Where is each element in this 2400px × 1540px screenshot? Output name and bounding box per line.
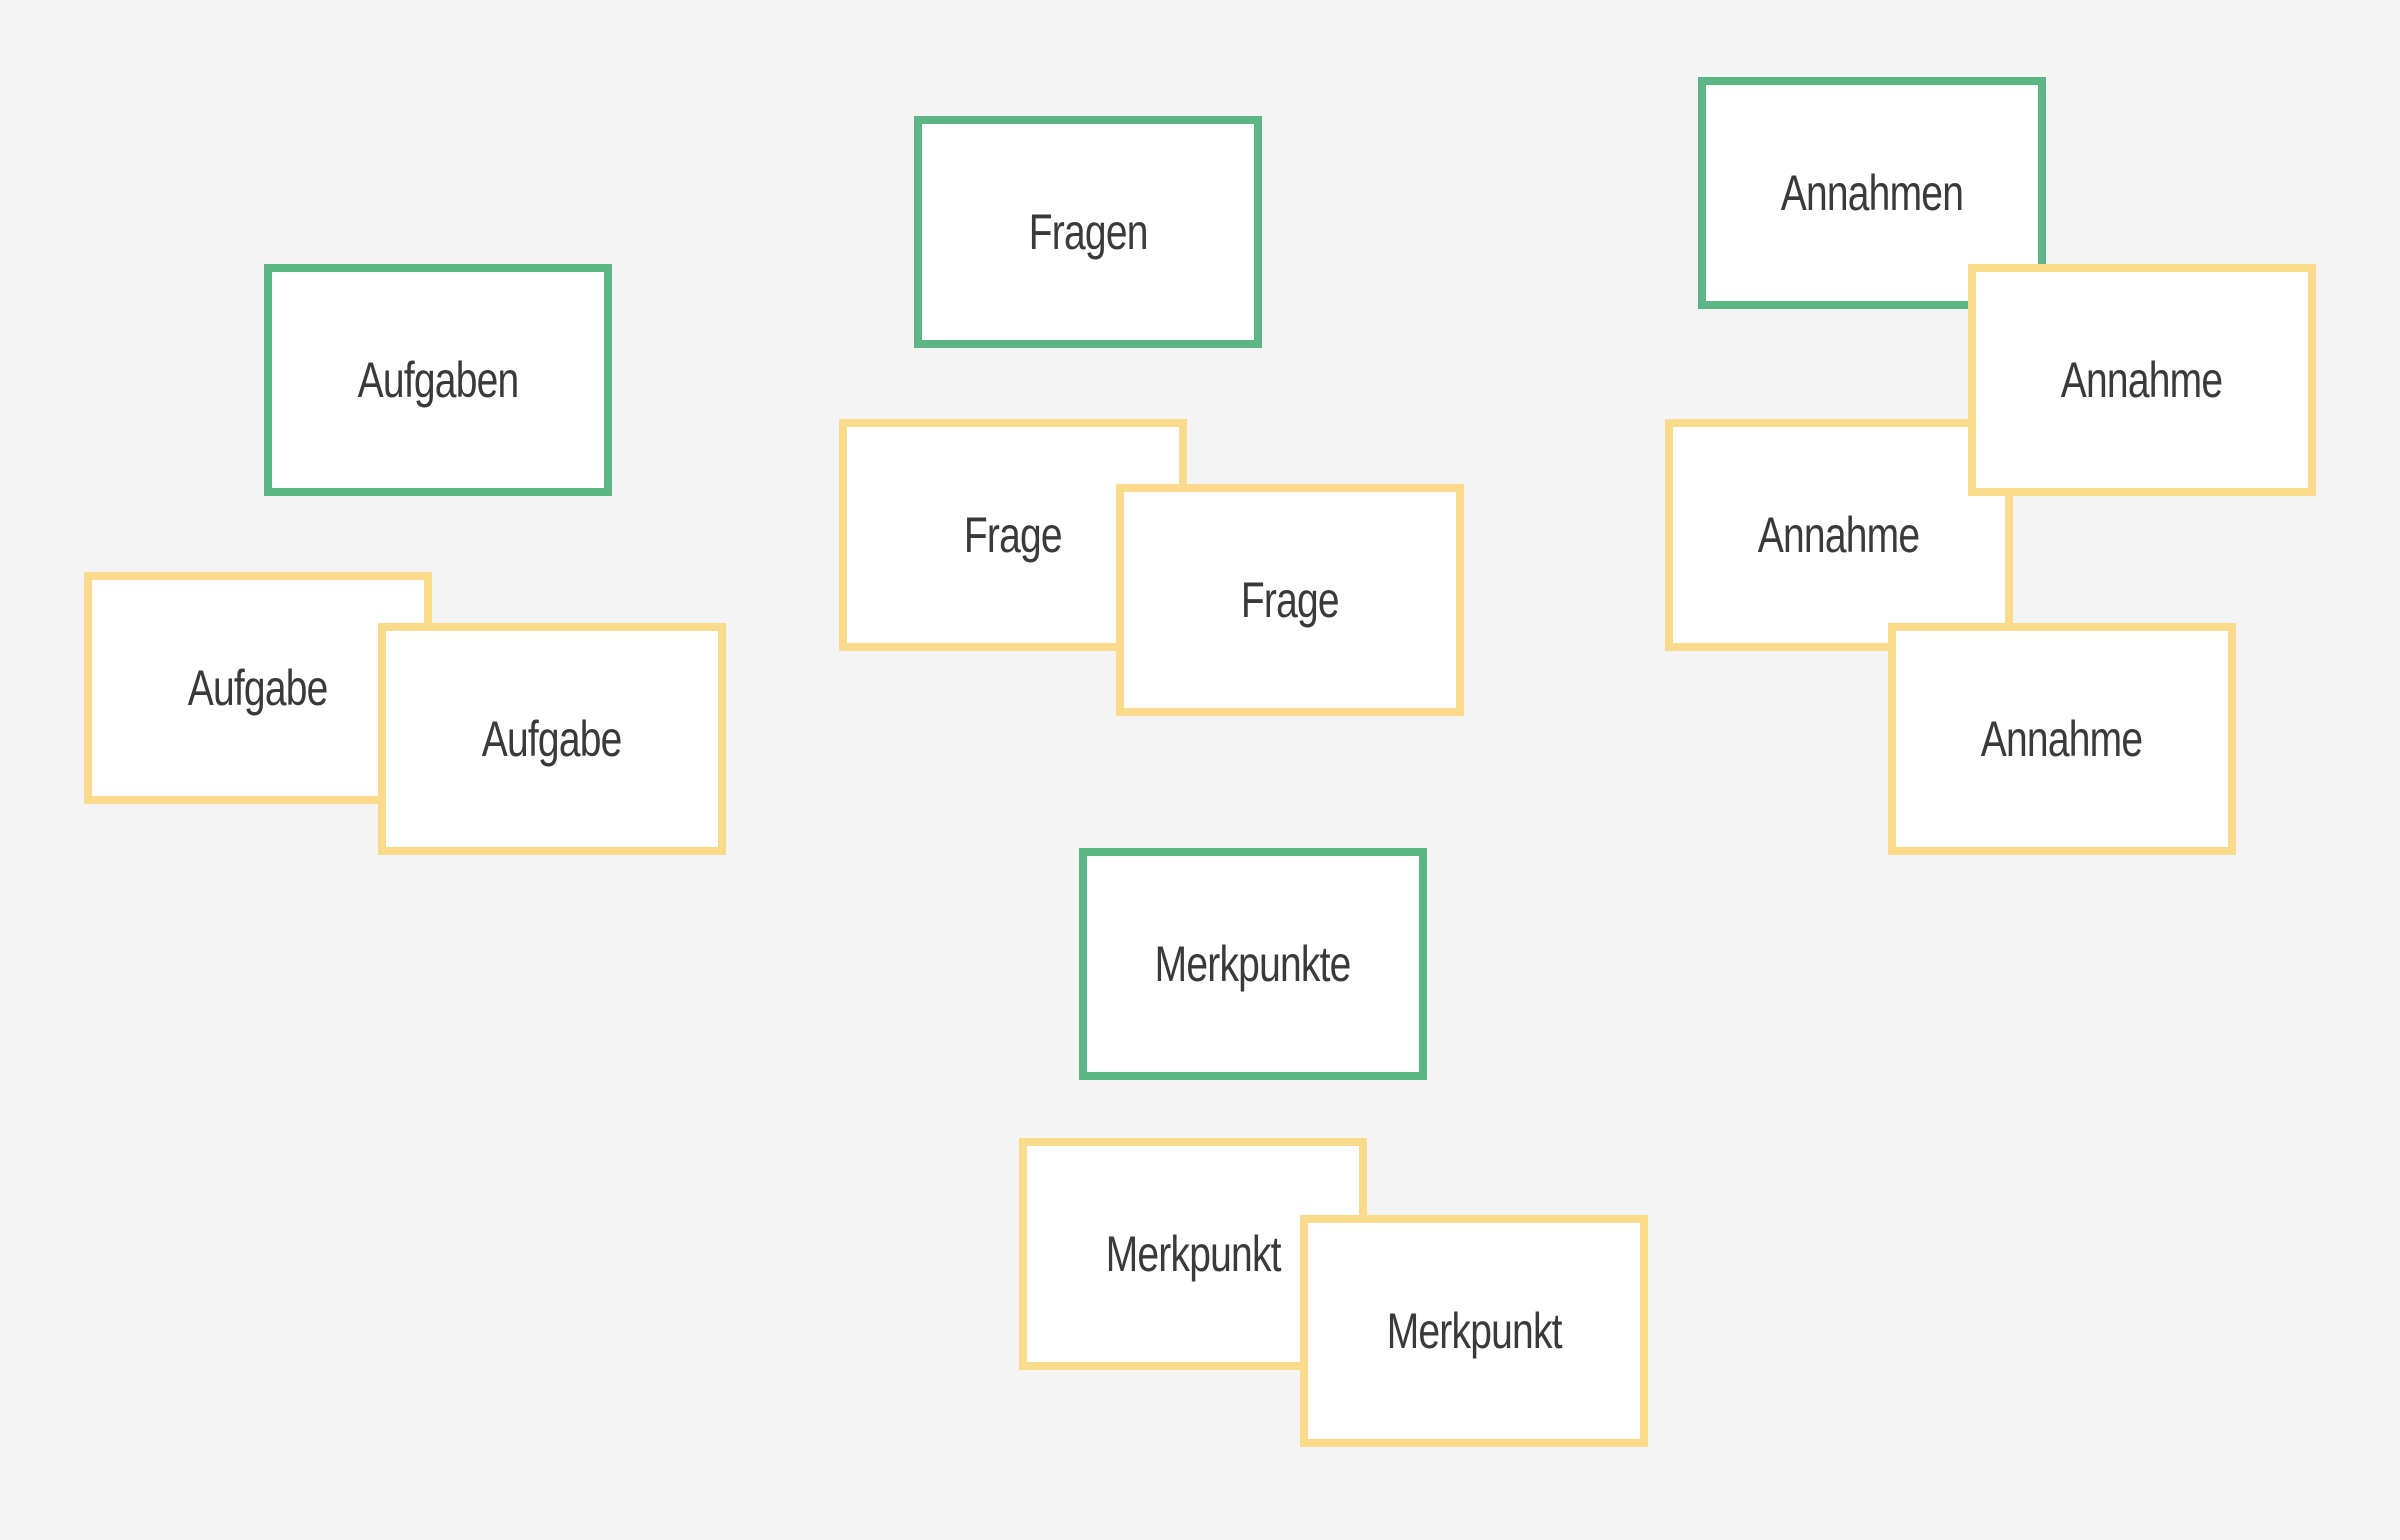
- header-card-aufgaben[interactable]: Aufgaben: [264, 264, 612, 496]
- header-label-merkpunkte: Merkpunkte: [1155, 936, 1352, 992]
- item-card-aufgabe-2[interactable]: Aufgabe: [378, 623, 726, 855]
- header-card-fragen[interactable]: Fragen: [914, 116, 1262, 348]
- item-card-merkpunkt-2[interactable]: Merkpunkt: [1300, 1215, 1648, 1447]
- item-card-frage-2[interactable]: Frage: [1116, 484, 1464, 716]
- item-label-annahme-2: Annahme: [2061, 352, 2223, 408]
- header-label-aufgaben: Aufgaben: [357, 352, 520, 408]
- item-card-annahme-1[interactable]: Annahme: [1665, 419, 2013, 651]
- header-card-merkpunkte[interactable]: Merkpunkte: [1079, 848, 1427, 1080]
- header-label-fragen: Fragen: [1028, 204, 1149, 260]
- item-card-annahme-3[interactable]: Annahme: [1888, 623, 2236, 855]
- item-card-annahme-2[interactable]: Annahme: [1968, 264, 2316, 496]
- item-label-frage-1: Frage: [964, 507, 1063, 563]
- item-label-annahme-1: Annahme: [1758, 507, 1920, 563]
- item-label-merkpunkt-2: Merkpunkt: [1386, 1303, 1562, 1359]
- item-label-frage-2: Frage: [1241, 572, 1340, 628]
- item-card-aufgabe-1[interactable]: Aufgabe: [84, 572, 432, 804]
- item-label-aufgabe-2: Aufgabe: [482, 711, 623, 767]
- item-label-annahme-3: Annahme: [1981, 711, 2143, 767]
- item-label-aufgabe-1: Aufgabe: [188, 660, 329, 716]
- header-label-annahmen: Annahmen: [1780, 165, 1964, 221]
- item-label-merkpunkt-1: Merkpunkt: [1105, 1226, 1281, 1282]
